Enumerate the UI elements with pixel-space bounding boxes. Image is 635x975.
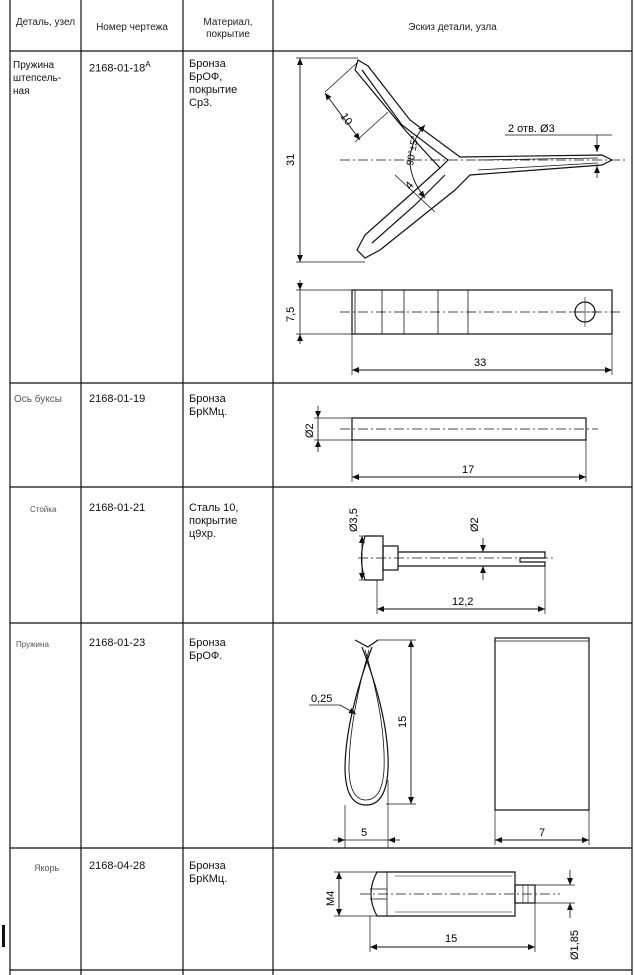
row1-name: Пружина штепсель- ная xyxy=(13,59,61,98)
row2-drawing-number: 2168-01-19 xyxy=(89,393,146,405)
row1-material-line1: Бронза xyxy=(189,58,226,70)
row1-drawing: 2168-01-18 xyxy=(89,62,146,75)
sketch-axle xyxy=(314,406,598,482)
sketch-plug-spring xyxy=(296,57,625,263)
dim-row1-holes: 2 отв. Ø3 xyxy=(508,123,555,135)
row5-name-line1: Якорь xyxy=(34,863,60,873)
row4-name: Пружина xyxy=(16,638,49,651)
row3-material-line3: ц9хр. xyxy=(189,528,217,540)
dim-row5-m4: М4 xyxy=(325,891,337,906)
row5-name: Якорь xyxy=(34,862,59,875)
row2-name-line1: Ось буксы xyxy=(14,394,62,405)
header-detail: Деталь, узел xyxy=(15,17,76,28)
row1-drawing-number: 2168-01-18А xyxy=(89,58,151,76)
dim-row5-d1-85: Ø1,85 xyxy=(569,930,581,960)
sketch-anchor xyxy=(334,870,575,952)
dim-row4-5: 5 xyxy=(361,827,367,839)
row4-drawing-number: 2168-01-23 xyxy=(89,637,146,649)
header-material: Материал, покрытие xyxy=(203,17,253,40)
row5-material-line1: Бронза xyxy=(189,860,226,872)
sketch-post xyxy=(358,535,555,614)
row2-material-line1: Бронза xyxy=(189,393,226,405)
row3-drawing-number: 2168-01-21 xyxy=(89,502,146,514)
dim-row3-d2: Ø2 xyxy=(469,517,481,532)
row3-material: Сталь 10, покрытие ц9хр. xyxy=(189,502,238,541)
row3-name-line1: Стойка xyxy=(30,505,57,514)
dim-row4-7: 7 xyxy=(539,827,545,839)
row4-material-line2: БрОФ. xyxy=(189,650,223,662)
dim-row3-d3-5: Ø3,5 xyxy=(348,508,360,532)
row1-name-line1: Пружина xyxy=(13,60,55,71)
dim-row2-17: 17 xyxy=(462,464,474,476)
row5-material-line2: БрКМц. xyxy=(189,873,228,885)
dim-row1-31: 31 xyxy=(285,154,297,166)
row4-material: Бронза БрОФ. xyxy=(189,637,226,663)
row1-material-line4: Ср3. xyxy=(189,97,213,109)
row4-material-line1: Бронза xyxy=(189,637,226,649)
row1-material: Бронза БрОФ, покрытие Ср3. xyxy=(189,58,237,110)
row4-name-line1: Пружина xyxy=(16,640,49,649)
row1-name-line3: ная xyxy=(13,86,30,97)
dim-row2-d2: Ø2 xyxy=(304,423,316,438)
dim-row5-15: 15 xyxy=(445,933,457,945)
row2-name: Ось буксы xyxy=(14,393,62,406)
dim-row1-10: 10 xyxy=(338,111,355,128)
row1-name-line2: штепсель- xyxy=(13,73,62,84)
dim-row3-12-2: 12,2 xyxy=(452,596,473,608)
dim-row1-7-5: 7,5 xyxy=(285,307,297,322)
row5-drawing-number: 2168-04-28 xyxy=(89,860,146,872)
header-sketch: Эскиз детали, узла xyxy=(408,22,497,33)
row3-material-line1: Сталь 10, xyxy=(189,502,239,514)
sketch-leaf-spring xyxy=(309,637,590,848)
header-drawing-number: Номер чертежа xyxy=(96,22,168,33)
sketch-plug-spring-side xyxy=(296,280,622,375)
dim-row1-angle: 90°±5° xyxy=(405,135,421,167)
dim-row4-0-25: 0,25 xyxy=(311,693,332,705)
row1-drawing-sup: А xyxy=(145,60,151,69)
row1-material-line3: покрытие xyxy=(189,84,238,96)
row3-name: Стойка xyxy=(30,503,56,516)
row1-material-line2: БрОФ, xyxy=(189,71,223,83)
row2-material: Бронза БрКМц. xyxy=(189,393,227,419)
row5-material: Бронза БрКМц. xyxy=(189,860,227,886)
dim-row4-15: 15 xyxy=(397,716,409,728)
row2-material-line2: БрКМц. xyxy=(189,406,228,418)
row3-material-line2: покрытие xyxy=(189,515,238,527)
dim-row1-33: 33 xyxy=(474,357,486,369)
